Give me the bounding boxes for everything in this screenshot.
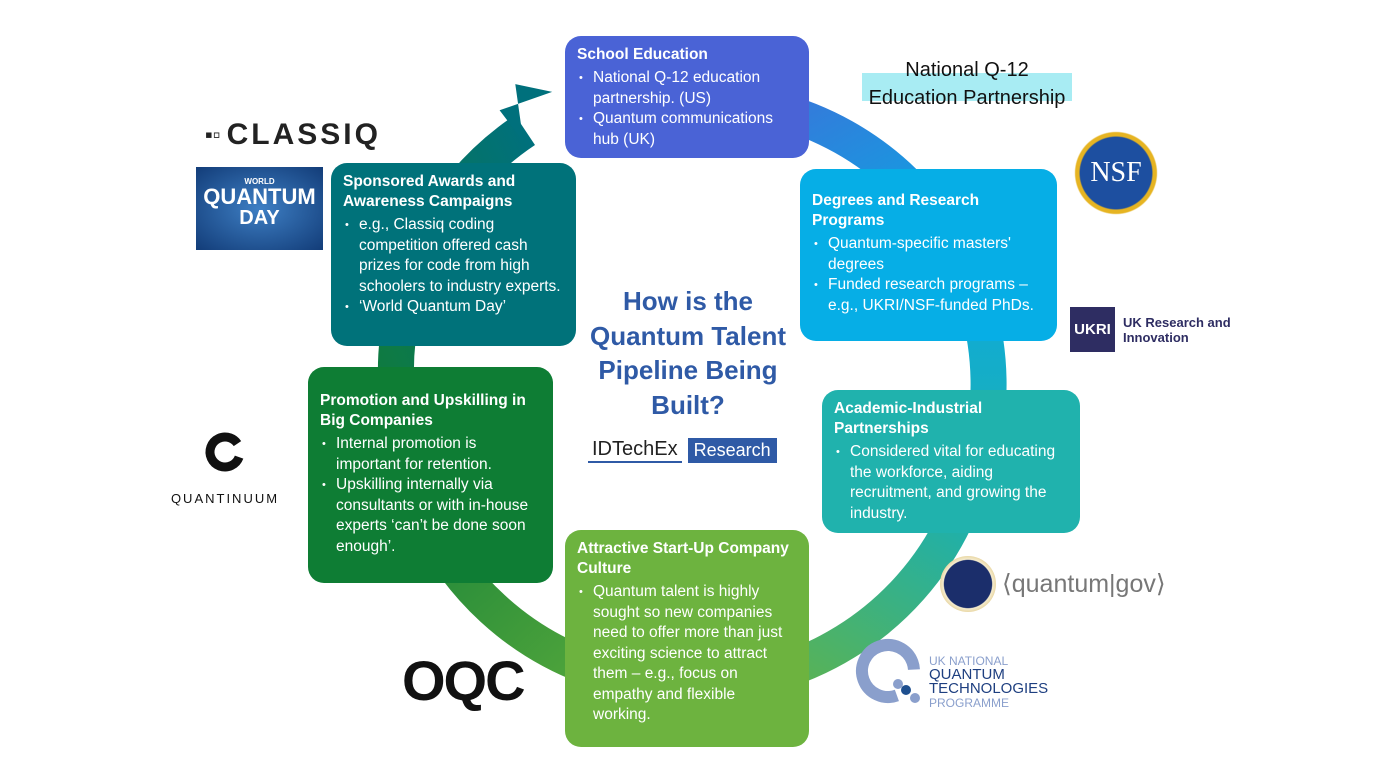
classiq-mark-icon: ▪▫	[205, 122, 221, 147]
quantinuum-mark-icon	[205, 432, 245, 472]
classiq-text: CLASSIQ	[226, 118, 381, 151]
world-quantum-day-logo: WORLD QUANTUM DAY	[196, 167, 323, 250]
brand-name: IDTechEx	[588, 438, 682, 463]
uk-nqtp-logo: UK NATIONAL QUANTUM TECHNOLOGIES PROGRAM…	[855, 638, 1049, 710]
oqc-logo: OQC	[402, 649, 526, 712]
ukri-mark: UKRI	[1070, 307, 1115, 352]
bullet: Internal promotion is important for rete…	[320, 434, 541, 475]
arrow-head	[499, 84, 553, 142]
box-heading: Sponsored Awards and Awareness Campaigns	[343, 173, 516, 210]
box-sponsored-awards: Sponsored Awards and Awareness Campaigns…	[331, 163, 576, 346]
idtechex-logo: IDTechEx Research	[588, 438, 777, 463]
box-heading: Academic-Industrial Partnerships	[834, 400, 983, 437]
bullet: Upskilling internally via consultants or…	[320, 475, 541, 557]
box-school-education: School Education National Q-12 education…	[565, 36, 809, 158]
bullet: Quantum communications hub (UK)	[577, 109, 797, 150]
nqtp-line: UK NATIONAL	[929, 654, 1009, 668]
nsf-logo: NSF	[1070, 127, 1162, 219]
box-heading: Promotion and Upskilling in Big Companie…	[320, 392, 526, 429]
bullet: Funded research programs – e.g., UKRI/NS…	[812, 275, 1045, 316]
classiq-logo: ▪▫ CLASSIQ	[205, 118, 381, 152]
brand-tag: Research	[687, 438, 777, 463]
box-academic-industrial: Academic-Industrial Partnerships Conside…	[822, 390, 1080, 533]
ukri-name: UK Research and Innovation	[1123, 314, 1231, 345]
q12-partnership-logo: National Q-12 Education Partnership	[862, 56, 1072, 112]
bullet: Quantum talent is highly sought so new c…	[577, 582, 797, 726]
quantinuum-logo: QUANTINUUM	[163, 430, 287, 506]
diagram-title: How is the Quantum Talent Pipeline Being…	[590, 286, 786, 420]
nqtp-line: TECHNOLOGIES	[929, 680, 1049, 697]
box-promotion-upskilling: Promotion and Upskilling in Big Companie…	[308, 367, 553, 583]
bullet: National Q-12 education partnership. (US…	[577, 68, 797, 109]
quantinuum-text: QUANTINUUM	[170, 491, 280, 506]
box-heading: School Education	[577, 46, 708, 63]
nqtp-q-icon	[856, 639, 920, 703]
seal-icon	[940, 556, 996, 612]
ukri-logo: UKRI UK Research and Innovation	[1070, 307, 1233, 352]
wqd-line: QUANTUM	[203, 184, 316, 209]
bullet: Considered vital for educating the workf…	[834, 442, 1068, 524]
quantum-gov-logo: ⟨quantum|gov⟩	[940, 556, 1166, 612]
box-heading: Degrees and Research Programs	[812, 192, 980, 229]
bullet: ‘World Quantum Day’	[343, 297, 564, 318]
wqd-line: WORLD	[244, 177, 275, 186]
box-heading: Attractive Start-Up Company Culture	[577, 540, 789, 577]
nqtp-line: PROGRAMME	[929, 696, 1010, 710]
wqd-line: DAY	[239, 207, 280, 229]
box-degrees-research: Degrees and Research Programs Quantum-sp…	[800, 169, 1057, 341]
box-startup-culture: Attractive Start-Up Company Culture Quan…	[565, 530, 809, 747]
bullet: e.g., Classiq coding competition offered…	[343, 215, 564, 297]
bullet: Quantum-specific masters' degrees	[812, 234, 1045, 275]
nqtp-line: QUANTUM	[929, 666, 1005, 683]
quantum-gov-text: ⟨quantum|gov⟩	[1002, 570, 1166, 598]
